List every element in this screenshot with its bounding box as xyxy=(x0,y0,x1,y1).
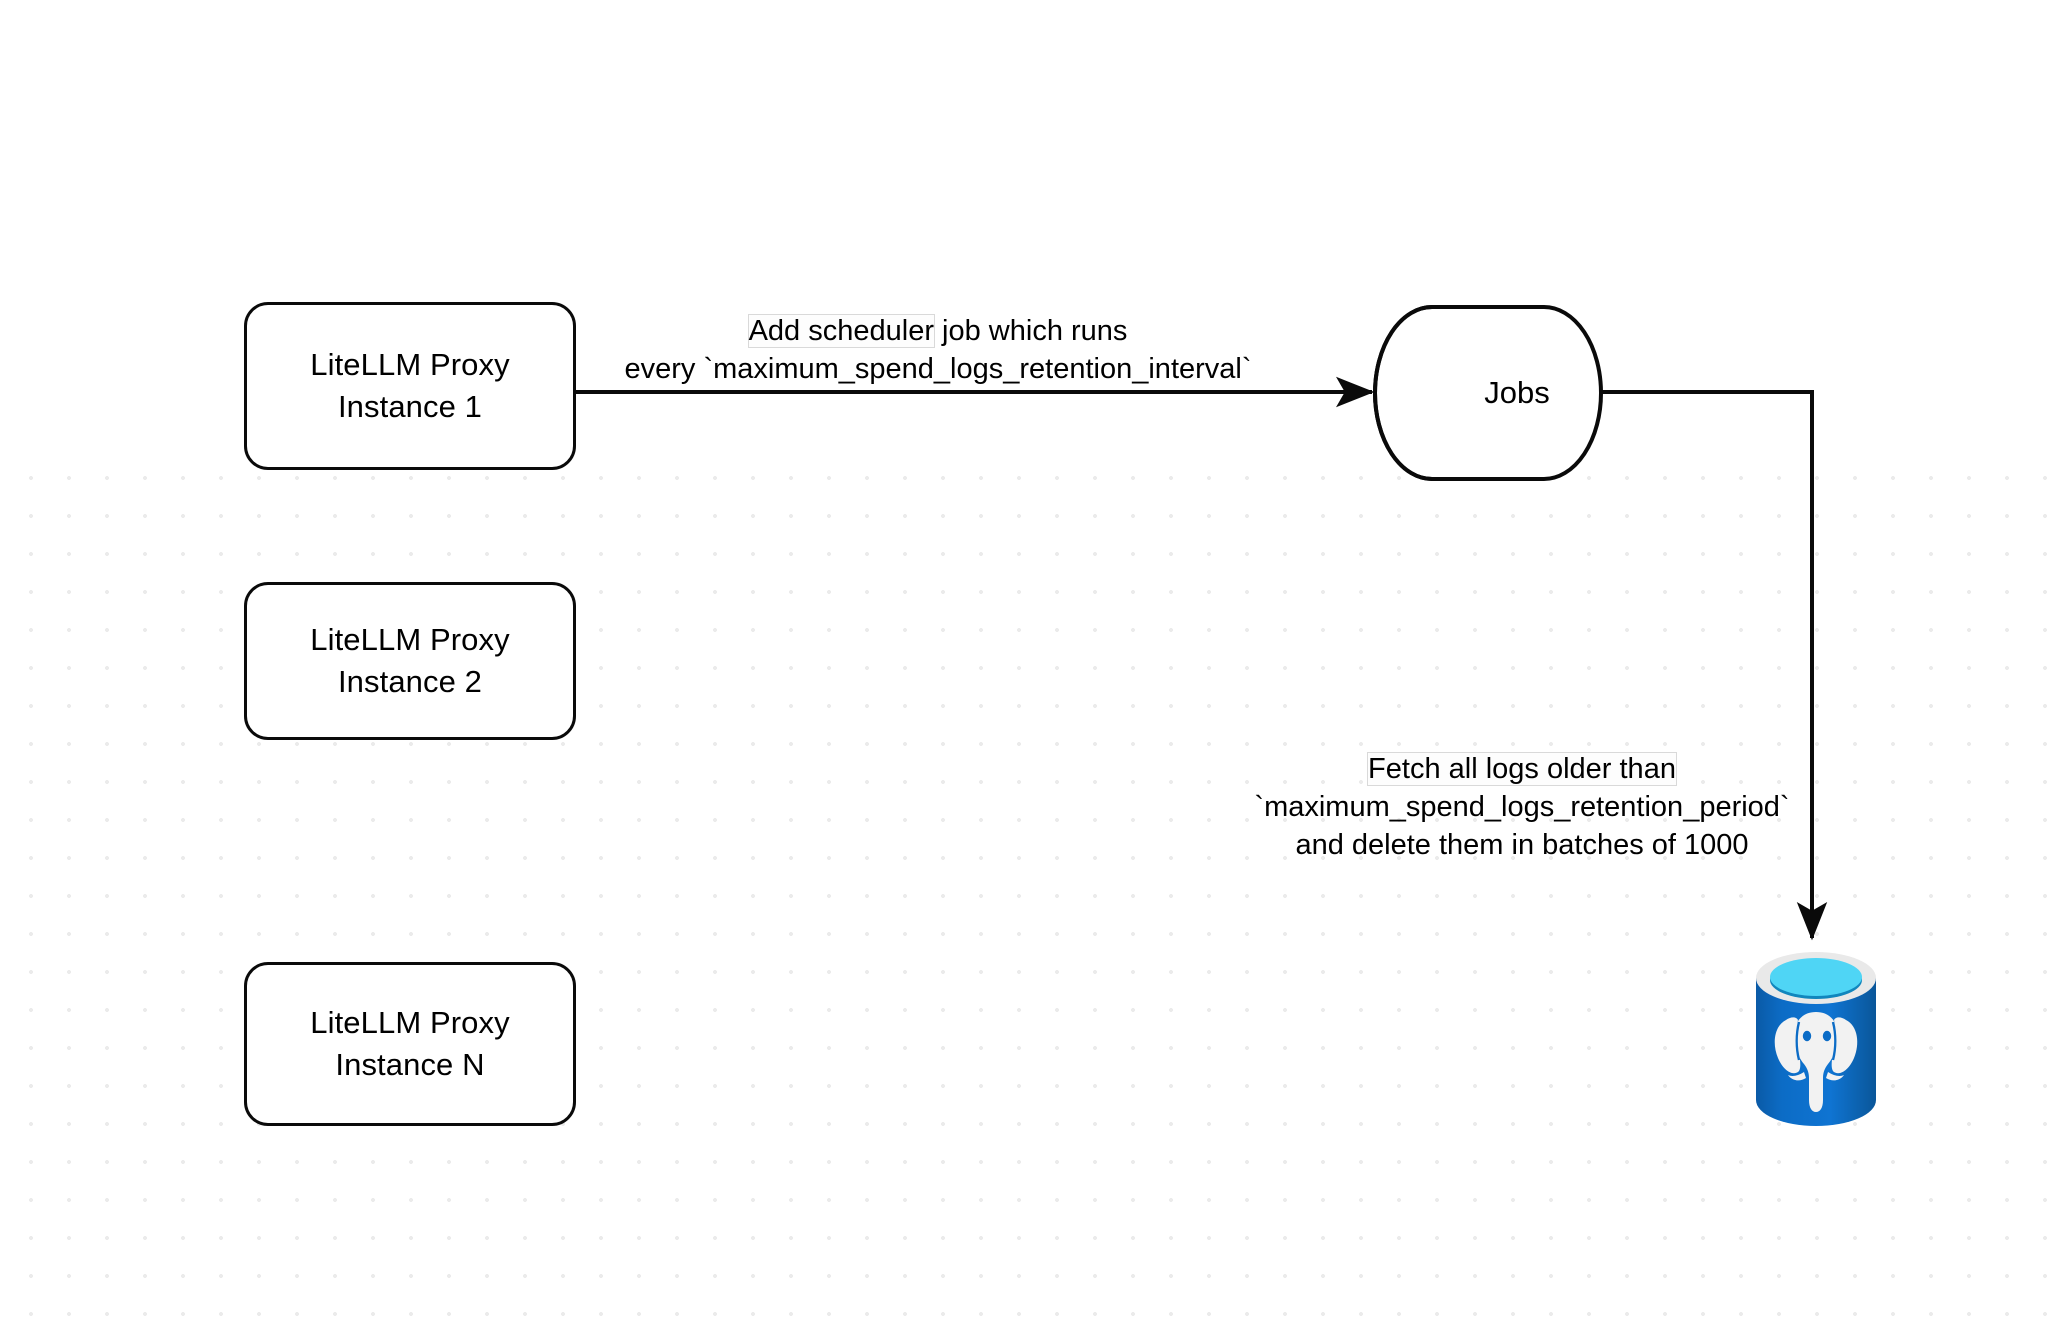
jobs-node-label: Jobs xyxy=(1484,374,1550,410)
proxy-instance-2-line2: Instance 2 xyxy=(337,664,483,699)
proxy-instance-1-node[interactable]: LiteLLM Proxy Instance 1 xyxy=(244,302,576,470)
edge-label-fetch-highlight: Fetch all logs older than xyxy=(1368,753,1676,785)
database-opening xyxy=(1770,958,1862,996)
postgres-elephant-eyes xyxy=(1802,1030,1832,1042)
proxy-instance-n-node[interactable]: LiteLLM Proxy Instance N xyxy=(244,962,576,1126)
postgres-elephant-detail xyxy=(1795,1021,1837,1061)
proxy-instance-2-node[interactable]: LiteLLM Proxy Instance 2 xyxy=(244,582,576,740)
edge-label-fetch-line1-wrap: Fetch all logs older than xyxy=(1232,750,1812,788)
edge-label-scheduler-line1: Add scheduler job which runs xyxy=(588,312,1288,350)
edge-label-scheduler-highlight: Add scheduler xyxy=(748,315,934,347)
jobs-cylinder-shape xyxy=(1373,305,1603,481)
jobs-node[interactable]: Jobs xyxy=(1374,305,1602,480)
edge-label-fetch-line3: and delete them in batches of 1000 xyxy=(1295,829,1749,861)
edge-jobs-to-database xyxy=(1602,390,1828,941)
edge-label-scheduler-line2: every `maximum_spend_logs_retention_inte… xyxy=(624,353,1252,385)
proxy-instance-1-line1: LiteLLM Proxy xyxy=(310,347,510,382)
proxy-instance-n-line2: Instance N xyxy=(335,1047,485,1082)
edge-label-scheduler-line1-rest: job which runs xyxy=(933,315,1128,347)
edge-label-fetch: Fetch all logs older than `maximum_spend… xyxy=(1232,750,1812,864)
postgresql-database-icon[interactable] xyxy=(1752,948,1880,1132)
edge-label-fetch-line2: `maximum_spend_logs_retention_period` xyxy=(1254,791,1790,823)
edge-label-scheduler: Add scheduler job which runs every `maxi… xyxy=(588,312,1288,388)
proxy-instance-2-line1: LiteLLM Proxy xyxy=(310,622,510,657)
proxy-instance-n-line1: LiteLLM Proxy xyxy=(310,1005,510,1040)
proxy-instance-1-line2: Instance 1 xyxy=(337,389,483,424)
